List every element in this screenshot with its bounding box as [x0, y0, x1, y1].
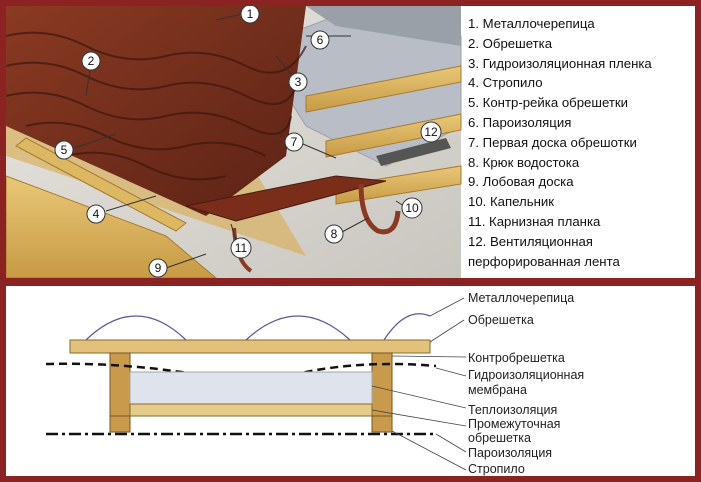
callout-5: 5 [54, 133, 117, 160]
callout-4: 4 [86, 195, 157, 224]
callout-8: 8 [324, 217, 369, 244]
rafter [371, 415, 393, 433]
label-metal-tile: Металлочерепица [468, 291, 574, 305]
roof-illustration-panel: 1 2 3 4 5 6 7 [5, 4, 695, 279]
label-vapor: Пароизоляция [468, 446, 552, 460]
callout-number: 7 [291, 135, 298, 149]
callout-3: 3 [275, 55, 308, 92]
fascia-board [335, 165, 462, 205]
legend-item: перфорированная лента [468, 253, 620, 269]
callout-number: 12 [424, 125, 438, 139]
legend-item: 7. Первая доска обрешотки [468, 134, 637, 150]
label-insulation: Теплоизоляция [468, 403, 557, 417]
callout-number: 1 [247, 7, 254, 21]
legend-item: 1. Металлочерепица [468, 16, 595, 31]
cross-section-panel: Металлочерепица Обрешетка Контробрешетка… [6, 286, 695, 476]
metal-tile-profile [85, 313, 431, 341]
label-intermediate-line1: Промежуточная [468, 417, 560, 431]
callout-number: 10 [405, 201, 419, 215]
callout-12: 12 [420, 121, 442, 143]
callout-number: 8 [331, 227, 338, 241]
callout-number: 5 [61, 143, 68, 157]
callout-6: 6 [306, 30, 351, 50]
legend-item: 11. Карнизная планка [468, 213, 601, 229]
callout-number: 3 [295, 75, 302, 89]
callout-2: 2 [81, 51, 101, 97]
tile-waves [5, 31, 307, 181]
intermediate-lathing [129, 403, 373, 417]
label-membrane-line2: мембрана [468, 383, 527, 397]
leader-lines [371, 297, 467, 471]
lathing-board [69, 339, 431, 354]
legend-item: 8. Крюк водостока [468, 154, 580, 170]
callout-number: 4 [93, 207, 100, 221]
legend-item: 3. Гидроизоляционная пленка [468, 55, 652, 71]
callout-number: 9 [155, 261, 162, 275]
label-membrane-line1: Гидроизоляционная [468, 368, 584, 382]
insulation [129, 371, 373, 405]
callout-number: 2 [88, 54, 95, 68]
legend: 1. Металлочерепица 2. Обрешетка 3. Гидро… [468, 14, 692, 271]
batten [305, 65, 462, 113]
label-lathing: Обрешетка [468, 313, 534, 327]
cross-section-diagram: Металлочерепица Обрешетка Контробрешетка… [45, 291, 584, 476]
eaves-plank [185, 175, 387, 222]
counter-batten [15, 137, 187, 232]
roof-illustration: 1 2 3 4 5 6 7 [5, 4, 462, 279]
label-rafter: Стропило [468, 462, 525, 476]
legend-item: 4. Стропило [468, 75, 543, 91]
label-intermediate-line2: обрешетка [468, 431, 531, 445]
gutter-hook [358, 183, 401, 235]
legend-item: 6. Пароизоляция [468, 114, 572, 130]
legend-item: 9. Лобовая доска [468, 174, 574, 190]
legend-item: 2. Обрешетка [468, 35, 553, 51]
rafter [109, 415, 131, 433]
callout-9: 9 [148, 253, 207, 278]
callout-number: 6 [317, 33, 324, 47]
callout-number: 11 [235, 241, 248, 255]
callout-7: 7 [284, 132, 337, 159]
legend-item: 5. Контр-рейка обрешетки [468, 95, 629, 111]
legend-item: 10. Капельник [468, 194, 555, 210]
legend-item: 12. Вентиляционная [468, 233, 593, 249]
callout-11: 11 [230, 223, 252, 259]
vapor-barrier [306, 6, 461, 46]
label-counter-lathing: Контробрешетка [468, 351, 565, 365]
callout-10: 10 [395, 197, 423, 219]
ventilation-tape [376, 138, 451, 166]
